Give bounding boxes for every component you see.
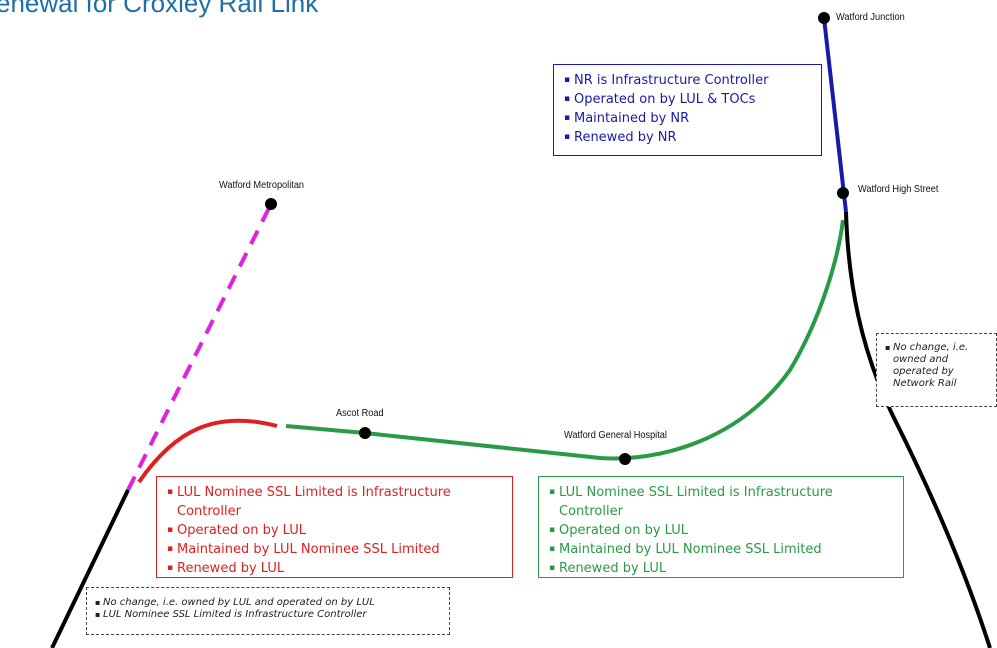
lul-note-item: LUL Nominee SSL Limited is Infrastructur… [95, 609, 441, 621]
station-label-watford-metropolitan: Watford Metropolitan [219, 180, 305, 191]
network-rail-note-text: No change, i.e. owned and operated by Ne… [893, 342, 969, 389]
station-label-watford-general-hospital: Watford General Hospital [564, 430, 667, 441]
ssl-green-section [285, 219, 845, 461]
nr-box-item: Renewed by NR [564, 128, 811, 147]
lul-box-item: Operated on by LUL [167, 521, 502, 540]
existing-lul-line [50, 489, 130, 648]
station-label-watford-junction: Watford Junction [836, 12, 905, 23]
network-rail-line [844, 211, 992, 648]
ssl-responsibility-box: LUL Nominee SSL Limited is Infrastructur… [538, 476, 904, 578]
station-dot-watford-metropolitan [265, 198, 277, 210]
nr-responsibility-box: NR is Infrastructure Controller Operated… [553, 64, 822, 156]
station-dot-ascot-road [359, 427, 371, 439]
nr-box-item: Operated on by LUL & TOCs [564, 90, 811, 109]
ssl-box-item: Operated on by LUL [549, 521, 893, 540]
lul-note-item: No change, i.e. owned by LUL and operate… [95, 597, 441, 609]
station-label-watford-high-street: Watford High Street [858, 184, 939, 195]
ssl-box-item: Maintained by LUL Nominee SSL Limited [549, 540, 893, 559]
lul-responsibility-box: LUL Nominee SSL Limited is Infrastructur… [156, 476, 513, 578]
nr-box-item: Maintained by NR [564, 109, 811, 128]
page-title: enewal for Croxley Rail Link [0, 0, 319, 18]
lul-red-section [137, 418, 278, 484]
nr-box-item: NR is Infrastructure Controller [564, 71, 811, 90]
network-rail-note: No change, i.e. owned and operated by Ne… [876, 333, 997, 407]
nr-blue-section [822, 17, 848, 213]
ssl-box-item: Renewed by LUL [549, 559, 893, 578]
station-dot-watford-general-hospital [619, 453, 631, 465]
station-dot-watford-junction [818, 12, 830, 24]
ssl-box-item: LUL Nominee SSL Limited is Infrastructur… [549, 483, 893, 521]
lul-box-item: Maintained by LUL Nominee SSL Limited [167, 540, 502, 559]
lul-box-item: LUL Nominee SSL Limited is Infrastructur… [167, 483, 502, 521]
metropolitan-branch-line [126, 203, 273, 491]
lul-box-item: Renewed by LUL [167, 559, 502, 578]
lul-no-change-note: No change, i.e. owned by LUL and operate… [86, 587, 450, 635]
station-label-ascot-road: Ascot Road [336, 408, 384, 419]
station-dot-watford-high-street [837, 187, 849, 199]
